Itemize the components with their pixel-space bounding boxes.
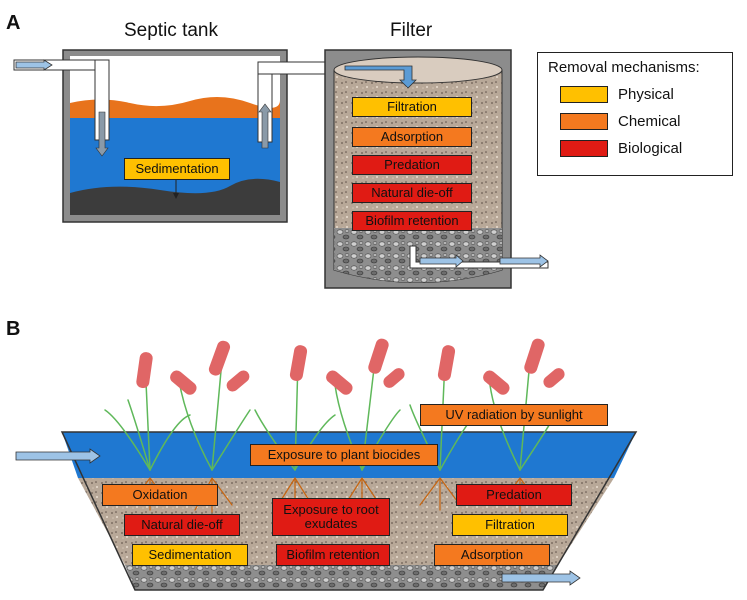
septic-tank-title: Septic tank: [124, 20, 218, 41]
wetland-label-sedimentation: Sedimentation: [132, 544, 248, 566]
filter-outlet-arrow: [419, 254, 464, 268]
wetland-inlet-arrow: [15, 448, 101, 464]
wetland-outlet-arrow: [501, 570, 581, 586]
wetland-label-plant-biocides: Exposure to plant biocides: [250, 444, 438, 466]
septic-label-sedimentation: Sedimentation: [124, 158, 230, 180]
panel-a-letter: A: [6, 12, 21, 34]
wetland-label-uv-radiation: UV radiation by sunlight: [420, 404, 608, 426]
wetland-label-filtration: Filtration: [452, 514, 568, 536]
wetland-label-natural-die-off: Natural die-off: [124, 514, 240, 536]
filter-title: Filter: [390, 20, 433, 41]
filter-label-natural-die-off: Natural die-off: [352, 183, 472, 203]
wetland-label-adsorption: Adsorption: [434, 544, 550, 566]
filter-inlet-arrow: [344, 65, 417, 89]
legend-swatch-physical: [560, 86, 608, 103]
filter-label-biofilm-retention: Biofilm retention: [352, 211, 472, 231]
scum-layer: [70, 96, 280, 118]
legend-label-chemical: Chemical: [618, 113, 681, 130]
filter-label-predation: Predation: [352, 155, 472, 175]
legend-swatch-chemical: [560, 113, 608, 130]
wetland-label-oxidation: Oxidation: [102, 484, 218, 506]
filter-label-adsorption: Adsorption: [352, 127, 472, 147]
inlet-arrow: [15, 59, 53, 71]
legend: Removal mechanisms: Physical Chemical Bi…: [537, 52, 733, 176]
filter-label-filtration: Filtration: [352, 97, 472, 117]
wetland-label-predation: Predation: [456, 484, 572, 506]
wetland-label-root-exudates: Exposure to root exudates: [272, 498, 390, 536]
wetland-label-biofilm-retention: Biofilm retention: [276, 544, 390, 566]
septic-tank: [13, 49, 349, 223]
legend-swatch-biological: [560, 140, 608, 157]
legend-label-physical: Physical: [618, 86, 674, 103]
legend-label-biological: Biological: [618, 140, 683, 157]
coarse-gravel-layer: [125, 565, 558, 590]
legend-title: Removal mechanisms:: [548, 59, 700, 76]
panel-b-letter: B: [6, 318, 21, 340]
